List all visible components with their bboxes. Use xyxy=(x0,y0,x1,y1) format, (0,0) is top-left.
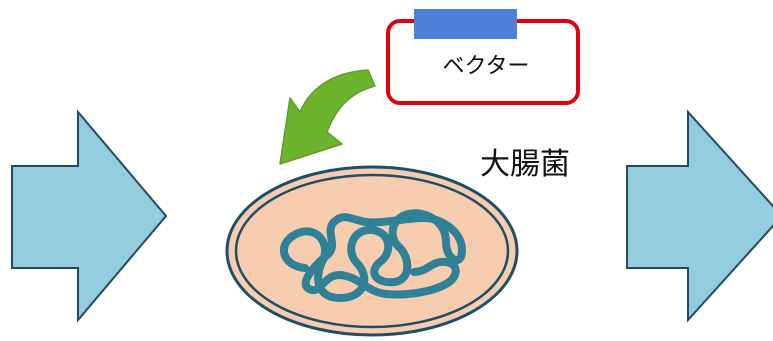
curved-green-arrow xyxy=(280,70,375,164)
vector-tab xyxy=(414,9,517,39)
vector-label: ベクター xyxy=(397,52,575,82)
right-block-arrow xyxy=(627,112,773,320)
left-block-arrow xyxy=(12,112,166,320)
ecoli-cell xyxy=(227,167,517,335)
ecoli-label: 大腸菌 xyxy=(480,146,570,184)
